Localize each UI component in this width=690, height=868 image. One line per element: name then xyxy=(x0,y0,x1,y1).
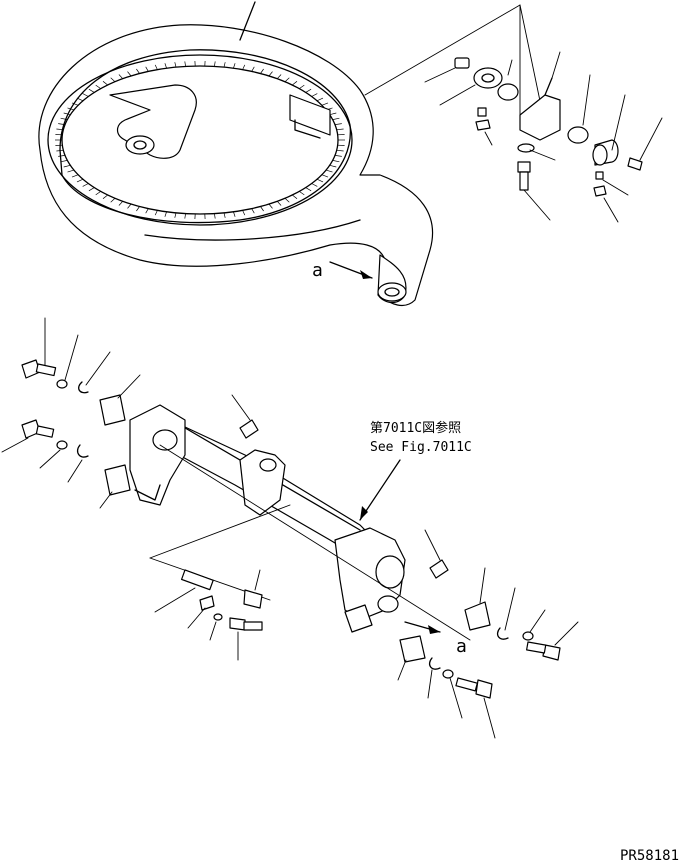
gear-tooth xyxy=(284,77,290,82)
gear-tooth xyxy=(268,203,273,209)
gear-tooth xyxy=(174,62,177,68)
gear-tooth xyxy=(334,155,342,157)
gear-tooth xyxy=(299,191,305,196)
gear-tooth xyxy=(276,74,282,79)
gear-tooth xyxy=(58,123,66,125)
gear-tooth xyxy=(136,68,140,74)
gear-tooth xyxy=(233,211,236,217)
gear-tooth xyxy=(214,61,216,67)
gear-tooth xyxy=(110,77,116,82)
gear-tooth xyxy=(260,68,264,74)
view-marker-lower: a xyxy=(456,636,467,657)
gear-tooth xyxy=(242,210,246,216)
gear-tooth xyxy=(145,208,149,214)
gear-tooth xyxy=(102,81,108,86)
gear-teeth xyxy=(55,60,345,220)
gear-tooth xyxy=(88,88,95,93)
gear-tooth xyxy=(292,194,298,199)
gear-tooth xyxy=(82,93,89,97)
reference-note-jp: 第7011C図参照 xyxy=(370,420,461,436)
gear-tooth xyxy=(184,213,186,219)
gear-tooth xyxy=(174,212,177,218)
gear-tooth xyxy=(325,169,333,173)
gear-tooth xyxy=(184,61,186,67)
gear-tooth xyxy=(95,191,101,196)
gear-tooth xyxy=(76,178,84,183)
gear-tooth xyxy=(251,208,255,214)
gear-tooth xyxy=(332,160,340,163)
lower-center-exploded-parts xyxy=(154,569,263,661)
reference-pointer: 第7011C図参照 See Fig.7011C xyxy=(359,420,472,521)
gear-tooth xyxy=(63,112,71,116)
gear-tooth xyxy=(60,160,68,163)
gear-tooth xyxy=(67,169,75,173)
gear-tooth xyxy=(305,88,312,93)
gear-tooth xyxy=(214,213,216,219)
lower-left-exploded-parts xyxy=(1,317,141,509)
gear-tooth xyxy=(60,117,68,120)
gear-tooth xyxy=(82,183,89,187)
gear-tooth xyxy=(110,198,116,203)
view-arrow-upper: a xyxy=(312,260,373,281)
gear-tooth xyxy=(321,174,329,178)
gear-tooth xyxy=(276,201,282,206)
gear-tooth xyxy=(71,174,79,178)
gear-tooth xyxy=(154,210,158,216)
gear-tooth xyxy=(164,63,167,69)
drawing-code: PR58181 xyxy=(620,848,679,864)
gear-tooth xyxy=(268,71,273,77)
shaft-assembly xyxy=(129,394,471,641)
gear-tooth xyxy=(118,201,124,206)
gear-tooth xyxy=(88,187,95,192)
gear-tooth xyxy=(311,183,318,187)
gear-tooth xyxy=(336,128,344,131)
gear-tooth xyxy=(118,74,124,79)
gear-tooth xyxy=(223,212,226,218)
gear-tooth xyxy=(95,84,101,89)
gear-tooth xyxy=(63,164,71,168)
gear-tooth xyxy=(305,187,312,192)
gear-tooth xyxy=(299,84,305,89)
gear-tooth xyxy=(233,63,236,69)
upper-right-exploded-parts xyxy=(364,4,663,223)
gear-tooth xyxy=(154,64,158,70)
gear-tooth xyxy=(316,97,324,102)
gear-tooth xyxy=(58,155,66,157)
gear-tooth xyxy=(76,97,84,102)
gear-tooth xyxy=(71,102,79,106)
gear-tooth xyxy=(242,64,246,70)
gear-tooth xyxy=(334,123,342,125)
gear-tooth xyxy=(127,203,132,209)
gear-tooth xyxy=(311,93,318,97)
gear-tooth xyxy=(329,112,337,116)
gear-tooth xyxy=(251,66,255,72)
gear-tooth xyxy=(136,206,140,212)
circle-gear-assembly xyxy=(38,1,434,307)
gear-tooth xyxy=(284,198,290,203)
gear-tooth xyxy=(321,102,329,106)
gear-tooth xyxy=(223,62,226,68)
reference-note-en: See Fig.7011C xyxy=(370,440,472,455)
view-arrow-lower: a xyxy=(404,621,467,657)
gear-tooth xyxy=(336,149,344,152)
gear-tooth xyxy=(292,81,298,86)
gear-tooth xyxy=(56,128,64,131)
view-marker-upper: a xyxy=(312,260,323,281)
gear-tooth xyxy=(329,164,337,168)
gear-tooth xyxy=(102,194,108,199)
gear-tooth xyxy=(316,178,324,183)
gear-tooth xyxy=(164,211,167,217)
gear-tooth xyxy=(332,117,340,120)
gear-tooth xyxy=(127,71,132,77)
gear-tooth xyxy=(145,66,149,72)
gear-tooth xyxy=(67,107,75,111)
gear-tooth xyxy=(260,206,264,212)
gear-tooth xyxy=(56,149,64,152)
lower-right-exploded-parts xyxy=(397,567,579,739)
